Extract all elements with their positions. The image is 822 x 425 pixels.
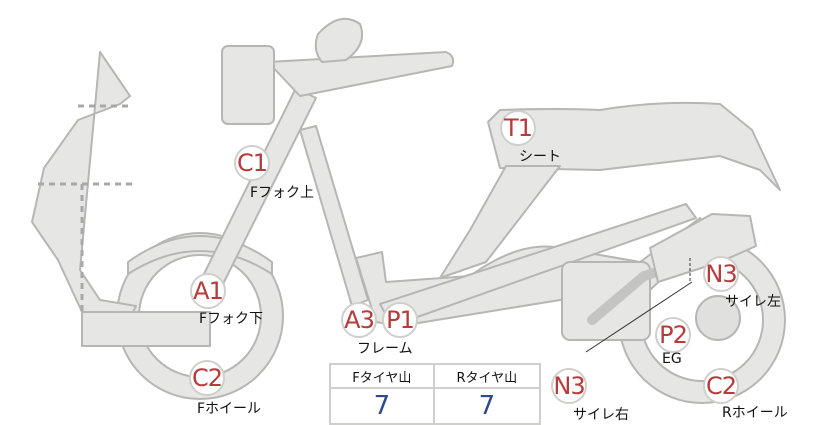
label-front-wheel: Fホイール <box>197 401 262 417</box>
front-cowl-dash <box>38 104 132 312</box>
silencer <box>649 213 757 283</box>
label-silencer-right: サイレ右 <box>573 407 629 423</box>
tire-tread-table: Fタイヤ山 Rタイヤ山 7 7 <box>329 363 542 425</box>
handlebar <box>267 51 455 97</box>
rear-tread-value: 7 <box>432 387 542 425</box>
leader-line <box>585 281 693 353</box>
marker-t1: T1 <box>500 110 536 146</box>
label-rear-wheel: Rホイール <box>722 405 788 421</box>
frame-downtube <box>299 125 369 307</box>
marker-n3-left: N3 <box>703 256 739 292</box>
central-panel <box>439 165 561 279</box>
front-tread-value: 7 <box>329 387 435 425</box>
marker-a3: A3 <box>341 302 377 338</box>
marker-c2-front: C2 <box>189 360 225 396</box>
label-fork-upper: Fフォク上 <box>250 185 315 201</box>
headlight <box>221 45 275 125</box>
marker-c1: C1 <box>234 145 270 181</box>
label-frame: フレーム <box>357 341 413 357</box>
engine-block <box>561 261 651 341</box>
label-silencer-left: サイレ左 <box>725 294 781 310</box>
rear-body <box>487 101 781 191</box>
label-seat: シート <box>519 149 561 165</box>
footboard <box>81 311 211 347</box>
marker-p1: P1 <box>382 302 418 338</box>
label-engine: EG <box>662 351 682 367</box>
marker-a1: A1 <box>190 273 226 309</box>
marker-n3-right: N3 <box>551 368 587 404</box>
front-tread-header: Fタイヤ山 <box>329 363 435 389</box>
marker-c2-rear: C2 <box>703 368 739 404</box>
label-fork-lower: Fフォク下 <box>199 311 264 327</box>
rear-hub <box>695 295 741 341</box>
mirror <box>314 17 364 63</box>
rear-tread-header: Rタイヤ山 <box>432 363 542 389</box>
marker-p2: P2 <box>655 317 691 353</box>
